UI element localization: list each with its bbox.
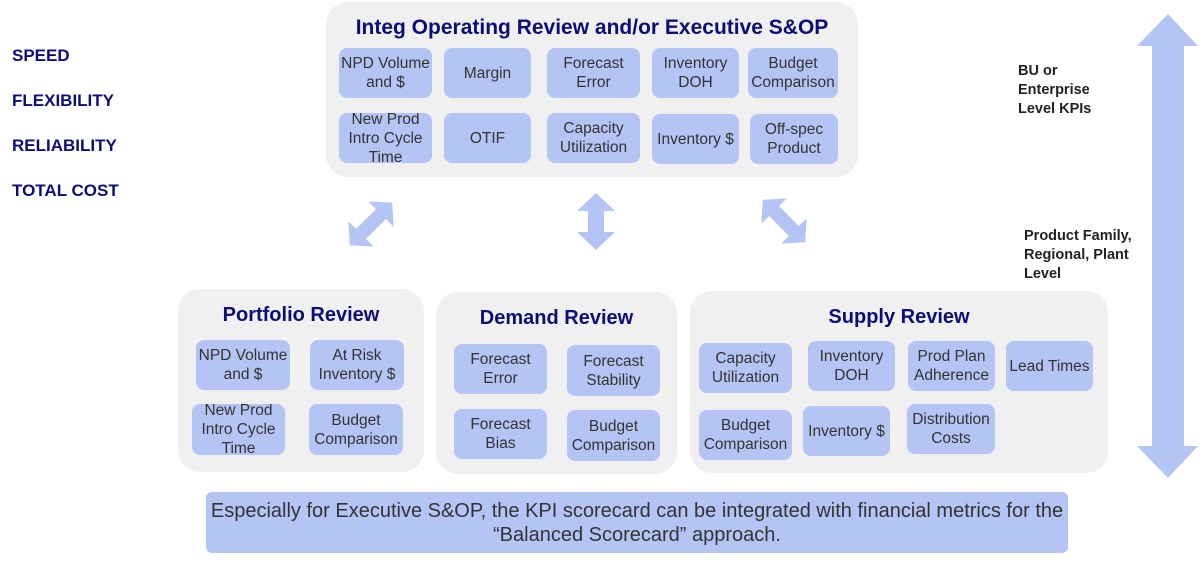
demand-title: Demand Review <box>479 307 634 329</box>
label-total-cost: TOTAL COST <box>12 181 119 200</box>
scorecard-banner: Especially for Executive S&OP, the KPI s… <box>206 492 1068 553</box>
kpi-box: Forecast Error <box>547 48 640 98</box>
double-arrow-diagonal-icon <box>348 197 400 247</box>
kpi-box: New Prod Intro Cycle Time <box>192 404 285 455</box>
double-arrow-vertical-icon <box>1137 14 1198 478</box>
kpi-box: Distribution Costs <box>907 404 995 454</box>
kpi-box: OTIF <box>444 113 531 163</box>
kpi-box: Inventory $ <box>652 114 739 164</box>
kpi-box: Inventory DOH <box>652 48 739 98</box>
supply-title: Supply Review <box>828 306 970 328</box>
executive-title: Integ Operating Review and/or Executive … <box>355 16 829 39</box>
kpi-box: Budget Comparison <box>567 410 660 461</box>
kpi-box: Inventory $ <box>803 406 890 456</box>
kpi-box: Margin <box>444 48 531 98</box>
kpi-box: Forecast Error <box>454 344 547 394</box>
kpi-box: Inventory DOH <box>808 341 895 391</box>
kpi-box: Forecast Stability <box>567 345 660 396</box>
kpi-box: Budget Comparison <box>748 48 838 98</box>
kpi-box: Budget Comparison <box>309 404 403 455</box>
kpi-box: New Prod Intro Cycle Time <box>339 113 432 163</box>
kpi-box: NPD Volume and $ <box>339 48 432 98</box>
label-reliability: RELIABILITY <box>12 136 117 155</box>
kpi-box: NPD Volume and $ <box>196 340 290 390</box>
kpi-box: Lead Times <box>1006 341 1093 391</box>
label-flexibility: FLEXIBILITY <box>12 91 114 110</box>
kpi-box: At Risk Inventory $ <box>310 340 404 390</box>
label-speed: SPEED <box>12 46 70 65</box>
bu-enterprise-label: BU or Enterprise Level KPIs <box>1018 63 1092 117</box>
kpi-box: Prod Plan Adherence <box>908 341 995 391</box>
kpi-box: Forecast Bias <box>454 409 547 459</box>
kpi-box: Capacity Utilization <box>547 113 640 163</box>
kpi-box: Off-spec Product <box>750 114 838 164</box>
double-arrow-diagonal-icon <box>761 198 807 244</box>
kpi-box: Capacity Utilization <box>699 343 792 393</box>
double-arrow-vertical-icon <box>577 193 615 250</box>
portfolio-title: Portfolio Review <box>222 304 380 326</box>
kpi-box: Budget Comparison <box>699 410 792 460</box>
product-family-label: Product Family, Regional, Plant Level <box>1024 228 1132 282</box>
